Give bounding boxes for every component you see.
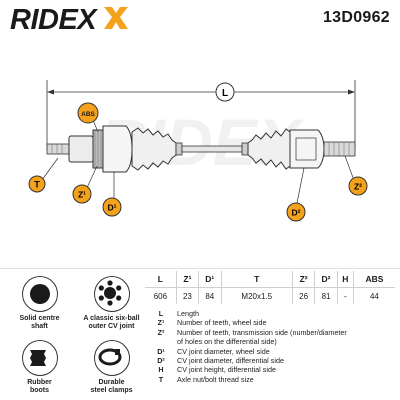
d2-callout: D² xyxy=(286,202,306,222)
thread-callout: T xyxy=(28,175,46,193)
header: RIDEX 13D0962 xyxy=(0,0,400,38)
ridex-logo: RIDEX xyxy=(10,4,128,35)
driveshaft xyxy=(46,125,356,173)
svg-text:ABS: ABS xyxy=(81,111,95,118)
spec-header: D² xyxy=(314,271,338,288)
svg-text:Z¹: Z¹ xyxy=(78,190,86,200)
spec-header: ABS xyxy=(353,271,395,288)
steel-clamp-icon xyxy=(93,340,130,376)
spec-header: T xyxy=(221,271,293,288)
svg-text:T: T xyxy=(34,180,40,190)
solid-shaft-icon xyxy=(21,276,58,312)
svg-text:D¹: D¹ xyxy=(108,203,117,213)
spec-value: 26 xyxy=(292,287,316,304)
svg-text:D²: D² xyxy=(292,208,301,218)
length-dimension xyxy=(46,80,356,150)
z1-callout: Z¹ xyxy=(72,184,92,204)
spec-header: Z² xyxy=(292,271,316,288)
spec-header: Z¹ xyxy=(176,271,200,288)
spec-value: - xyxy=(337,287,354,304)
z2-callout: Z² xyxy=(348,176,368,196)
spec-value: 44 xyxy=(369,291,379,301)
spec-value: 23 xyxy=(176,287,200,304)
legend-row: of holes on the differential side) xyxy=(177,337,277,347)
part-number: 13D0962 xyxy=(322,9,390,26)
spec-table: L Z¹ D¹ T Z² D² H ABS 606 23 84 M20x1.5 … xyxy=(145,271,395,304)
section-divider xyxy=(0,268,400,269)
svg-text:Z²: Z² xyxy=(354,182,362,192)
six-ball-joint-icon xyxy=(93,276,130,312)
d1-callout: D¹ xyxy=(102,197,122,217)
svg-text:L: L xyxy=(222,88,228,99)
spec-header: H xyxy=(337,271,354,288)
length-callout: L xyxy=(215,82,235,102)
brand-logo-text: RIDEX xyxy=(10,4,98,35)
spec-value: 84 xyxy=(198,287,222,304)
spec-header-row: L Z¹ D¹ T Z² D² H ABS xyxy=(145,271,395,288)
rubber-boot-icon xyxy=(21,340,58,376)
abs-callout: ABS xyxy=(77,102,99,124)
spec-header: L xyxy=(145,271,177,288)
logo-x-mark xyxy=(104,7,128,29)
spec-header: D¹ xyxy=(198,271,222,288)
spec-value: 606 xyxy=(145,287,177,304)
spec-value: M20x1.5 xyxy=(221,287,293,304)
spec-value-row: 606 23 84 M20x1.5 26 81 - 44 xyxy=(145,287,395,304)
spec-value: 81 xyxy=(314,287,338,304)
driveshaft-diagram: RIDEX L xyxy=(28,80,368,222)
